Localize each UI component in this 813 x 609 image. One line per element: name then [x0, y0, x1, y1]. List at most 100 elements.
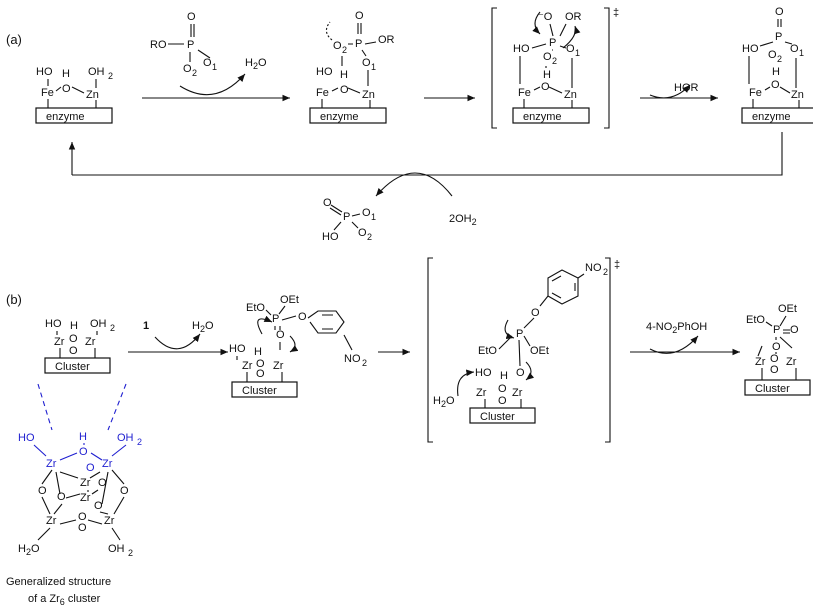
two-water-label: 2OH2 — [449, 213, 477, 227]
svg-text:Zr: Zr — [46, 515, 57, 527]
svg-text:O: O — [183, 63, 192, 75]
svg-text:OH: OH — [108, 543, 125, 555]
svg-text:2: 2 — [110, 323, 115, 333]
curved-arrow-b1 — [154, 333, 201, 350]
svg-text:O: O — [516, 367, 525, 379]
svg-text:O: O — [38, 485, 47, 497]
svg-text:NO: NO — [585, 262, 602, 274]
svg-text:O: O — [790, 43, 799, 55]
svg-text:O: O — [790, 324, 799, 336]
svg-text:O: O — [498, 383, 507, 395]
svg-text:O: O — [57, 491, 66, 503]
svg-text:HO: HO — [513, 43, 530, 55]
svg-text:HO: HO — [18, 432, 35, 444]
svg-text:Zr: Zr — [80, 492, 91, 504]
svg-text:Cluster: Cluster — [755, 383, 790, 395]
svg-text:O: O — [768, 49, 777, 61]
svg-text:Zr: Zr — [46, 458, 57, 470]
svg-text:HO: HO — [322, 231, 339, 243]
svg-text:Zr: Zr — [512, 387, 523, 399]
svg-text:Zn: Zn — [791, 89, 804, 101]
svg-text:H: H — [62, 68, 70, 80]
svg-text:O: O — [543, 51, 552, 63]
svg-text:O: O — [98, 477, 107, 489]
svg-text:H: H — [340, 69, 348, 81]
svg-text:Zr: Zr — [80, 477, 91, 489]
svg-text:O: O — [79, 446, 88, 458]
panel-b-label: (b) — [6, 292, 22, 307]
svg-text:1: 1 — [371, 212, 376, 222]
svg-text:HO: HO — [229, 343, 246, 355]
svg-text:P: P — [773, 324, 780, 336]
svg-text:Zn: Zn — [86, 89, 99, 101]
svg-text:P: P — [775, 31, 782, 43]
svg-text:O: O — [362, 207, 371, 219]
svg-text:Zr: Zr — [242, 360, 253, 372]
svg-text:O: O — [498, 395, 507, 407]
svg-text:O: O — [69, 345, 78, 357]
svg-text:Fe: Fe — [41, 87, 54, 99]
svg-text:OEt: OEt — [530, 345, 549, 357]
svg-text:2: 2 — [108, 71, 113, 81]
svg-text:Zr: Zr — [104, 515, 115, 527]
svg-text:H: H — [772, 66, 780, 78]
svg-text:NO: NO — [344, 353, 361, 365]
svg-text:1: 1 — [575, 48, 580, 58]
svg-text:P: P — [355, 38, 362, 50]
svg-text:H: H — [79, 431, 87, 443]
svg-text:2: 2 — [367, 232, 372, 242]
svg-text:2: 2 — [603, 267, 608, 277]
svg-text:Fe: Fe — [316, 87, 329, 99]
svg-text:H: H — [70, 320, 78, 332]
svg-text:enzyme: enzyme — [320, 111, 359, 123]
svg-text:H: H — [500, 370, 508, 382]
svg-text:OH: OH — [90, 318, 107, 330]
svg-text:Fe: Fe — [749, 87, 762, 99]
svg-text:O: O — [78, 522, 87, 534]
water-nucleophile: H2O — [433, 395, 455, 409]
svg-text:1: 1 — [799, 48, 804, 58]
svg-text:OR: OR — [565, 11, 582, 23]
svg-text:O: O — [256, 358, 265, 370]
svg-text:Fe: Fe — [518, 87, 531, 99]
zr6-caption-line2: of a Zr6 cluster — [28, 593, 101, 607]
curved-arrow-a1 — [179, 73, 246, 96]
svg-text:O: O — [86, 462, 95, 474]
svg-text:Zr: Zr — [102, 458, 113, 470]
svg-text:O: O — [256, 368, 265, 380]
water-out-b: H2O — [192, 320, 214, 334]
svg-text:⁻O: ⁻O — [538, 11, 553, 23]
svg-text:OH: OH — [88, 66, 105, 78]
svg-text:HO: HO — [316, 66, 333, 78]
svg-text:OEt: OEt — [280, 294, 299, 306]
zr6-water-left: H2O — [18, 543, 40, 557]
svg-text:Zr: Zr — [755, 356, 766, 368]
svg-text:‡: ‡ — [614, 259, 620, 271]
svg-text:Cluster: Cluster — [242, 385, 277, 397]
svg-text:2: 2 — [192, 68, 197, 78]
svg-text:O: O — [276, 329, 285, 341]
svg-text:HO: HO — [36, 66, 53, 78]
svg-text:‡: ‡ — [613, 7, 619, 19]
svg-text:H: H — [254, 346, 262, 358]
svg-text:Zr: Zr — [54, 336, 65, 348]
enzyme-box — [35, 107, 113, 124]
svg-text:2: 2 — [128, 548, 133, 558]
zoom-dashed-lines — [37, 383, 127, 431]
hor-label: HOR — [674, 82, 699, 94]
svg-text:O: O — [355, 10, 364, 22]
svg-text:O: O — [94, 500, 103, 512]
curved-arrow-phosphate — [375, 172, 453, 197]
svg-text:O: O — [770, 364, 779, 376]
svg-text:Cluster: Cluster — [55, 361, 90, 373]
svg-text:O: O — [298, 311, 307, 323]
svg-text:O: O — [541, 81, 550, 93]
svg-text:O: O — [78, 511, 87, 523]
svg-text:O: O — [770, 353, 779, 365]
svg-text:P: P — [516, 328, 523, 340]
svg-text:Zr: Zr — [476, 387, 487, 399]
